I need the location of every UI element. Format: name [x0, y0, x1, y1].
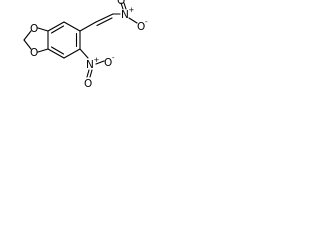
ring-nitro-minus-charge: - [112, 54, 115, 62]
ring-bond-6 [47, 21, 65, 32]
dioxole-bond-3 [23, 30, 32, 41]
ring-double-bond-b [50, 46, 65, 55]
ring-nitro-group: N + O - O [79, 48, 115, 90]
vinyl-bond-1 [79, 21, 97, 32]
ring-bond-4 [47, 48, 65, 59]
ring-nitro-nitrogen: N [86, 59, 94, 71]
ring-bond-1 [63, 21, 81, 32]
vinyl-double-bond-inner [96, 17, 113, 27]
benzene-ring [47, 21, 81, 59]
chain-nitro-oxygen-minus: O [137, 21, 145, 33]
dioxole-bond-2 [37, 48, 49, 53]
nitrovinyl-group: N + O O - [79, 0, 148, 33]
ring-nitro-n-o-double-a [86, 69, 90, 78]
chain-nitro-n-o-single [128, 17, 138, 24]
dioxole-oxygen-top: O [30, 23, 38, 35]
dioxole-bond-1 [37, 27, 49, 32]
chemical-structure-diagram: O O N + O O - N + O - O [23, 0, 148, 90]
ring-nitro-plus-charge: + [94, 56, 100, 64]
chain-nitro-minus-charge: - [145, 18, 148, 26]
ring-nitro-n-o-single [95, 60, 105, 65]
chain-nitro-oxygen-double: O [117, 0, 125, 7]
ring-bond-3 [63, 48, 81, 59]
dioxole-oxygen-bottom: O [30, 47, 38, 59]
dioxole-bond-4 [23, 39, 32, 50]
ring-to-nitro-bond [79, 48, 89, 59]
chain-nitro-n-o-double-a [120, 2, 124, 10]
chain-nitro-nitrogen: N [121, 9, 129, 21]
dioxole-ring: O O [23, 23, 49, 59]
ring-double-bond-c [50, 25, 65, 34]
vinyl-double-bond-outer [95, 13, 114, 23]
chain-nitro-n-o-double-b [123, 2, 127, 10]
ring-nitro-oxygen-double: O [84, 78, 92, 90]
ring-nitro-oxygen-minus: O [104, 57, 112, 69]
chain-nitro-plus-charge: + [129, 6, 135, 14]
ring-nitro-n-o-double-b [89, 69, 93, 78]
